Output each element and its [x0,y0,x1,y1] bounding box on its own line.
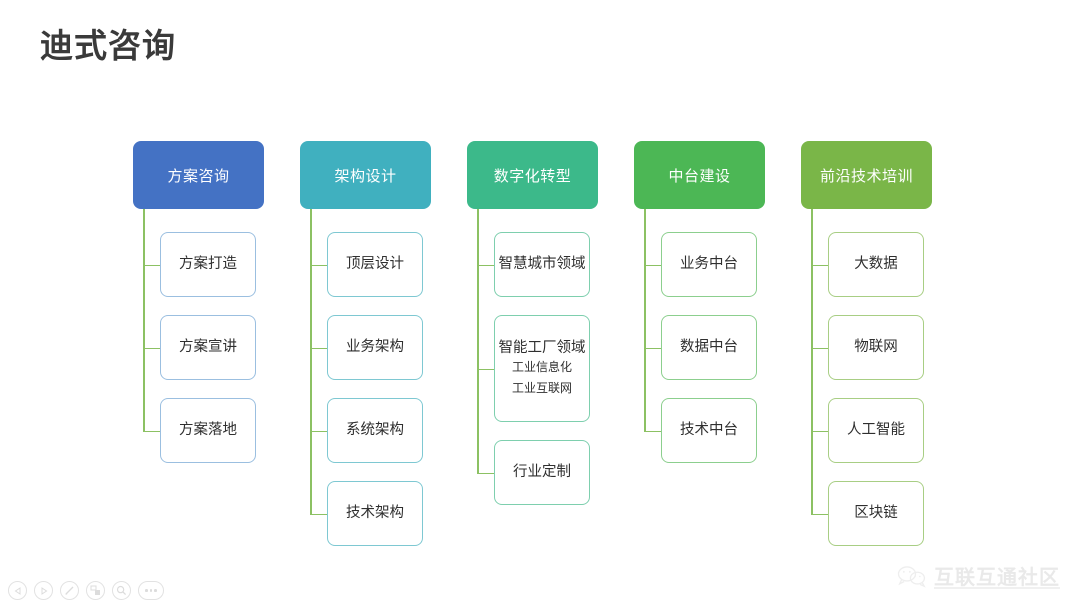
connector-spine [310,209,312,514]
connector-stub [644,430,661,432]
node-sub-label: 工业互联网 [511,380,572,395]
node-label: 智慧城市领域 [498,256,586,273]
node-box[interactable]: 行业定制 [494,440,590,505]
connector-stub [644,264,661,266]
node-label: 技术架构 [346,505,404,522]
connector-stub [477,264,494,266]
column-header-frontier-tech-training[interactable]: 前沿技术培训 [801,141,932,209]
node-box[interactable]: 智能工厂领域工业信息化工业互联网 [494,315,590,422]
connector-spine [143,209,145,431]
previous-slide-button[interactable] [8,581,27,600]
node-label: 顶层设计 [346,256,404,273]
node-label: 大数据 [854,256,898,273]
column-header-architecture-design[interactable]: 架构设计 [300,141,431,209]
connector-stub [143,430,160,432]
connector-stub [811,264,828,266]
node-label: 区块链 [854,505,898,522]
node-box[interactable]: 顶层设计 [327,232,423,297]
node-box[interactable]: 技术中台 [661,398,757,463]
node-label: 行业定制 [513,464,571,481]
node-box[interactable]: 人工智能 [828,398,924,463]
node-label: 系统架构 [346,422,404,439]
node-box[interactable]: 大数据 [828,232,924,297]
node-box[interactable]: 业务架构 [327,315,423,380]
magnifier-icon [116,585,127,596]
node-box[interactable]: 区块链 [828,481,924,546]
node-label: 物联网 [854,339,898,356]
column-header-solution-consulting[interactable]: 方案咨询 [133,141,264,209]
node-box[interactable]: 方案宣讲 [160,315,256,380]
pen-annotate-button[interactable] [60,581,79,600]
node-label: 业务架构 [346,339,404,356]
node-box[interactable]: 技术架构 [327,481,423,546]
node-label: 方案打造 [179,256,237,273]
connector-stub [143,264,160,266]
node-label: 方案落地 [179,422,237,439]
ellipsis-icon [145,589,157,592]
node-box[interactable]: 方案落地 [160,398,256,463]
grid-icon [90,585,100,595]
node-label: 数据中台 [680,339,738,356]
node-label: 人工智能 [847,422,905,439]
more-options-button[interactable] [138,581,164,600]
node-label: 业务中台 [680,256,738,273]
connector-stub [310,513,327,515]
connector-spine [811,209,813,514]
connector-stub [310,347,327,349]
node-label: 方案宣讲 [179,339,237,356]
connector-stub [811,347,828,349]
triangle-left-icon [14,586,20,595]
connector-stub [811,513,828,515]
node-box[interactable]: 系统架构 [327,398,423,463]
node-box[interactable]: 智慧城市领域 [494,232,590,297]
triangle-right-icon [41,586,47,595]
connector-stub [310,430,327,432]
connector-stub [477,368,494,370]
connector-stub [477,472,494,474]
slide-overview-button[interactable] [86,581,105,600]
node-box[interactable]: 业务中台 [661,232,757,297]
connector-stub [310,264,327,266]
connector-spine [477,209,479,473]
connector-stub [644,347,661,349]
page-title: 迪式咨询 [40,27,176,64]
node-sub-label: 工业信息化 [511,360,572,375]
slide-toolbar[interactable] [8,581,164,600]
connector-stub [811,430,828,432]
pen-icon [65,586,74,595]
node-box[interactable]: 物联网 [828,315,924,380]
node-box[interactable]: 方案打造 [160,232,256,297]
node-label: 技术中台 [680,422,738,439]
connector-stub [143,347,160,349]
node-box[interactable]: 数据中台 [661,315,757,380]
node-label: 智能工厂领域 [498,340,586,357]
column-header-midplatform-construction[interactable]: 中台建设 [634,141,765,209]
column-header-digital-transformation[interactable]: 数字化转型 [467,141,598,209]
connector-spine [644,209,646,431]
zoom-search-button[interactable] [112,581,131,600]
next-slide-button[interactable] [34,581,53,600]
